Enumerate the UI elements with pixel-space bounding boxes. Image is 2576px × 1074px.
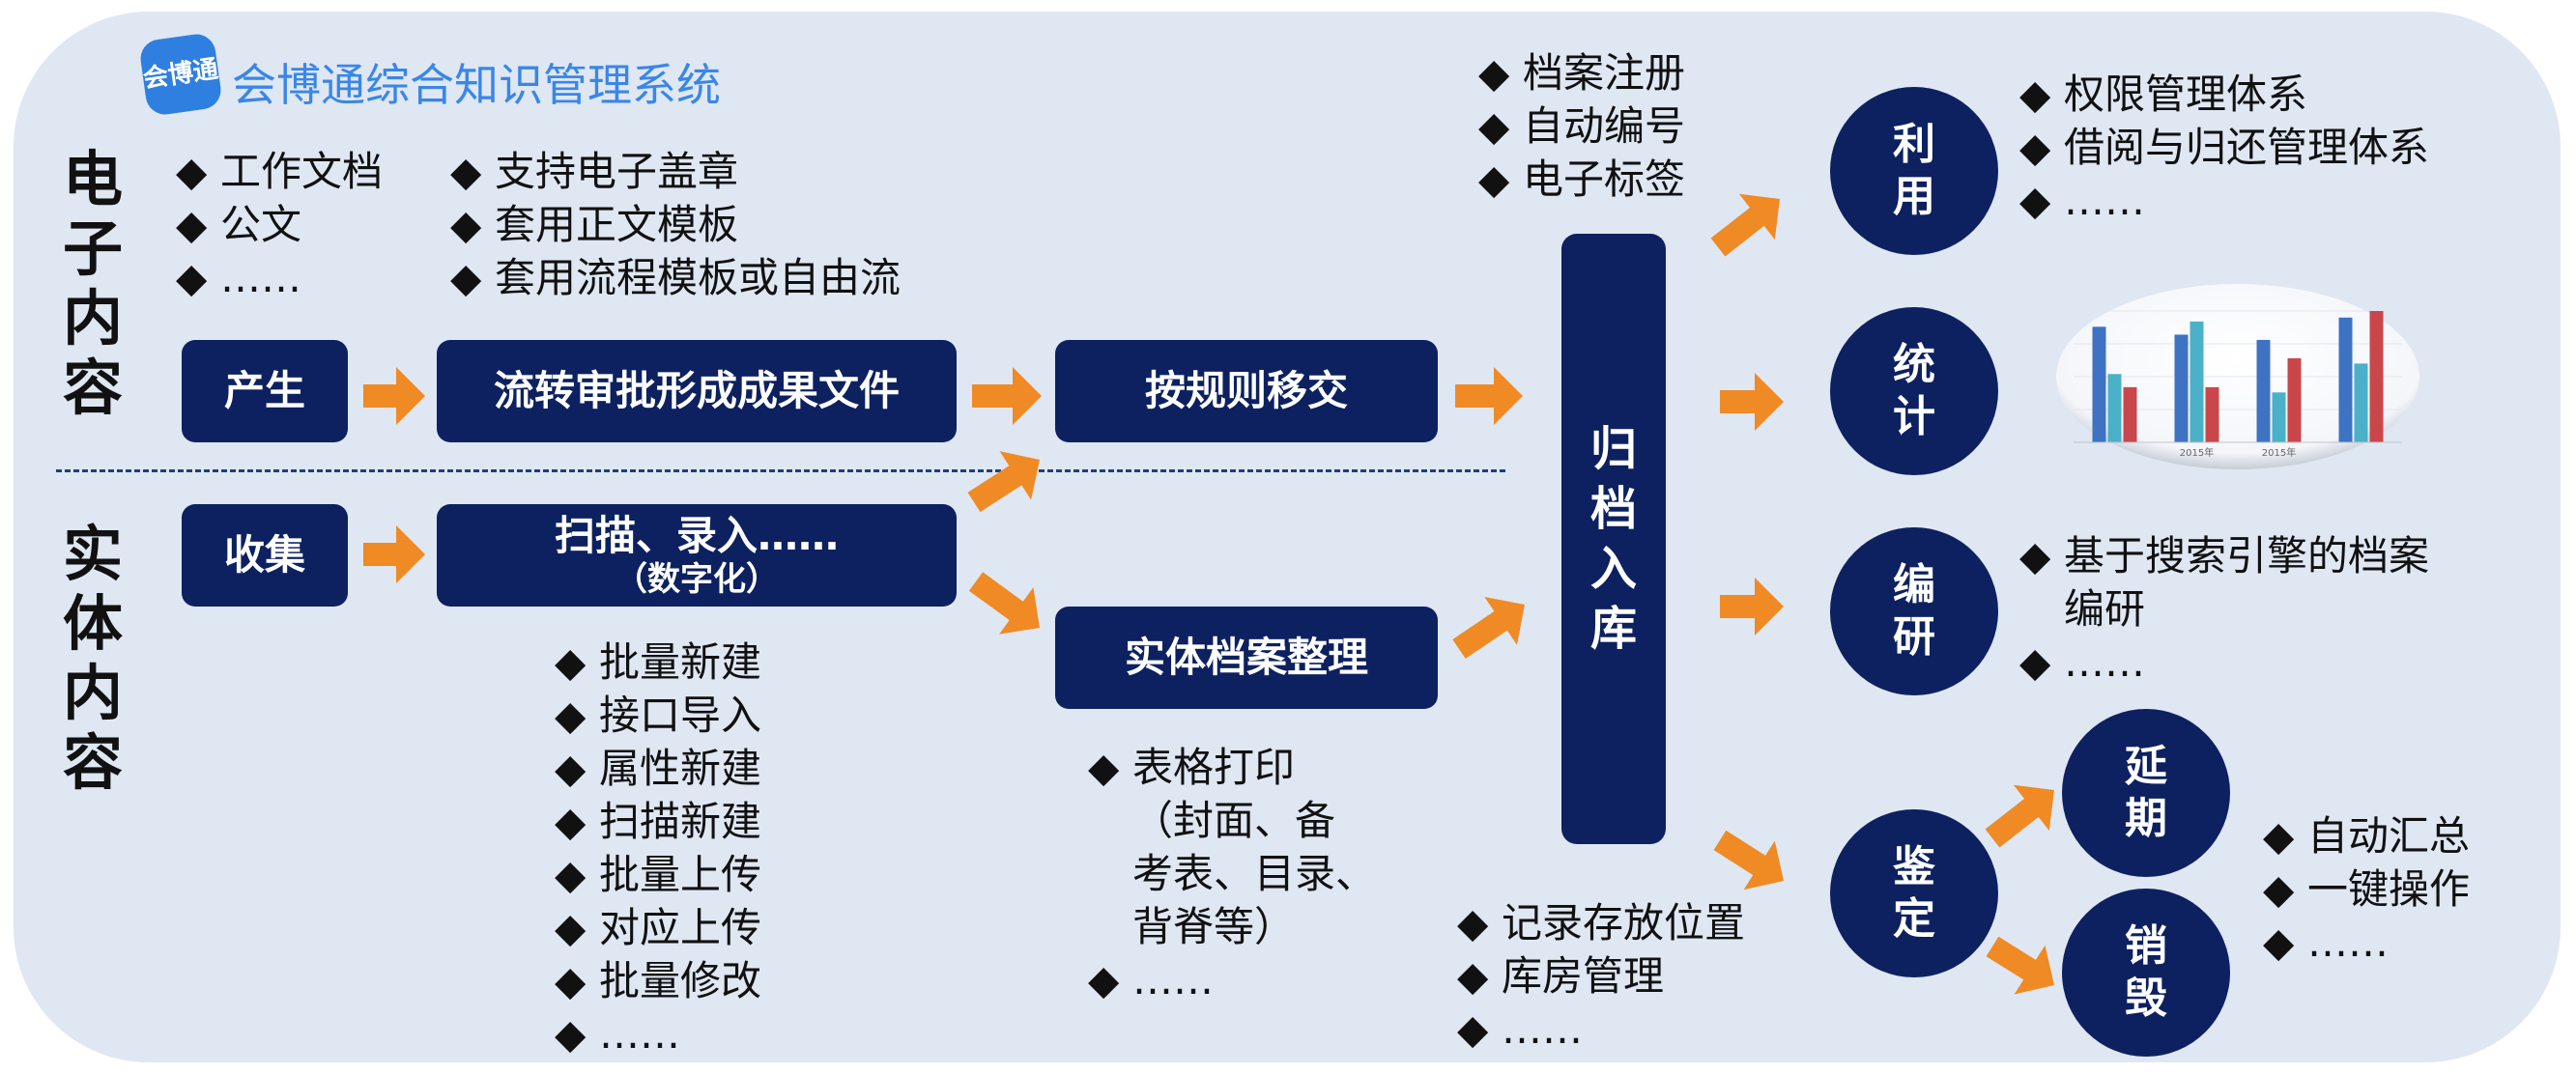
arrow-scan-transfer <box>967 451 1040 513</box>
box-collect: 收集 <box>182 504 348 607</box>
circle-extend: 延期 <box>2062 709 2230 877</box>
circle-destroy: 销毁 <box>2062 889 2230 1057</box>
list-storage: ◆记录存放位置 ◆库房管理 ◆…… <box>1457 899 1746 1053</box>
arrow-produce-approve <box>363 367 425 425</box>
chart-bar-s2-c0 <box>2123 386 2137 442</box>
list-use: ◆权限管理体系 ◆借阅与归还管理体系 ◆…… <box>2019 71 2430 224</box>
list-stamp-template: ◆支持电子盖章 ◆套用正文模板 ◆套用流程模板或自由流 <box>450 148 902 301</box>
list-print: ◆表格打印 （封面、备 考表、目录、 背脊等） ◆…… <box>1088 744 1377 1003</box>
chart-bar-s2-c2 <box>2287 357 2302 442</box>
arrow-archive-compile <box>1720 578 1784 636</box>
arrow-archive-stats <box>1720 373 1784 431</box>
box-organize: 实体档案整理 <box>1055 607 1438 709</box>
arrow-archive-appraise <box>1713 830 1784 890</box>
chart-bar-s1-c1 <box>2190 321 2204 442</box>
section-label-electronic: 电子内容 <box>62 144 123 423</box>
arrow-transfer-archive <box>1455 367 1523 425</box>
arrow-archive-use <box>1710 193 1780 257</box>
arrow-collect-scan <box>363 525 425 583</box>
circle-stats: 统计 <box>1830 307 1998 475</box>
chart-bar-s1-c0 <box>2107 374 2122 442</box>
stats-chart: 2015年 2015年 <box>2054 282 2421 471</box>
chart-bar-s1-c2 <box>2272 392 2286 442</box>
chart-bar-s2-c1 <box>2205 386 2219 442</box>
box-approve: 流转审批形成成果文件 <box>437 340 957 442</box>
chart-bar-s1-c3 <box>2354 363 2368 442</box>
list-batch: ◆批量新建 ◆接口导入 ◆属性新建 ◆扫描新建 ◆批量上传 ◆对应上传 ◆批量修… <box>555 638 762 1058</box>
chart-bar-s2-c3 <box>2369 311 2384 442</box>
list-register: ◆档案注册 ◆自动编号 ◆电子标签 <box>1478 49 1686 203</box>
box-produce: 产生 <box>182 340 348 442</box>
arrow-scan-organize <box>968 572 1040 635</box>
section-divider <box>56 469 1505 472</box>
chart-bar-s0-c2 <box>2256 339 2271 442</box>
chart-bar-s0-c1 <box>2174 334 2189 442</box>
list-summary: ◆自动汇总 ◆一键操作 ◆…… <box>2263 812 2471 966</box>
box-scan: 扫描、录入……（数字化） <box>437 504 957 607</box>
chart-bar-s0-c3 <box>2338 317 2353 442</box>
arrow-appraise-extend <box>1985 784 2054 848</box>
arrow-approve-transfer <box>972 367 1042 425</box>
brand-title: 会博通综合知识管理系统 <box>232 59 721 111</box>
box-transfer: 按规则移交 <box>1055 340 1438 442</box>
circle-appraise: 鉴定 <box>1830 809 1998 977</box>
chart-bar-s0-c0 <box>2092 326 2106 442</box>
circle-use: 利用 <box>1830 87 1998 255</box>
list-compile: ◆基于搜索引擎的档案 编研 ◆…… <box>2019 532 2430 686</box>
section-label-physical: 实体内容 <box>62 519 123 798</box>
arrow-organize-archive <box>1452 597 1525 659</box>
chart-tick-label-2: 2015年 <box>2262 446 2296 459</box>
archive-storage-box: 归档入库 <box>1561 234 1666 844</box>
list-work-docs: ◆工作文档 ◆公文 ◆…… <box>176 148 384 301</box>
chart-tick-label-1: 2015年 <box>2180 446 2214 459</box>
circle-compile: 编研 <box>1830 527 1998 695</box>
arrow-appraise-destroy <box>1986 936 2054 995</box>
